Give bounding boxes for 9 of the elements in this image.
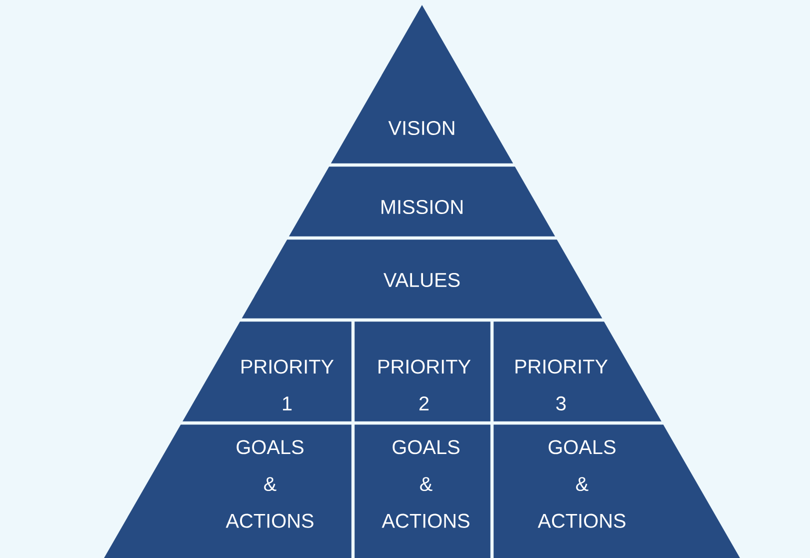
pyramid-level: VALUES	[242, 240, 602, 318]
pyramid-level: PRIORITY 2	[354, 322, 490, 422]
pyramid-level: PRIORITY 1	[182, 322, 352, 422]
pyramid-level: GOALS & ACTIONS	[354, 424, 490, 558]
pyramid-level: MISSION	[288, 166, 556, 236]
pyramid-level: GOALS & ACTIONS	[494, 424, 740, 558]
pyramid-level: GOALS & ACTIONS	[104, 424, 352, 558]
pyramid-level: PRIORITY 3	[494, 322, 662, 422]
pyramid-level: VISION	[330, 5, 514, 164]
